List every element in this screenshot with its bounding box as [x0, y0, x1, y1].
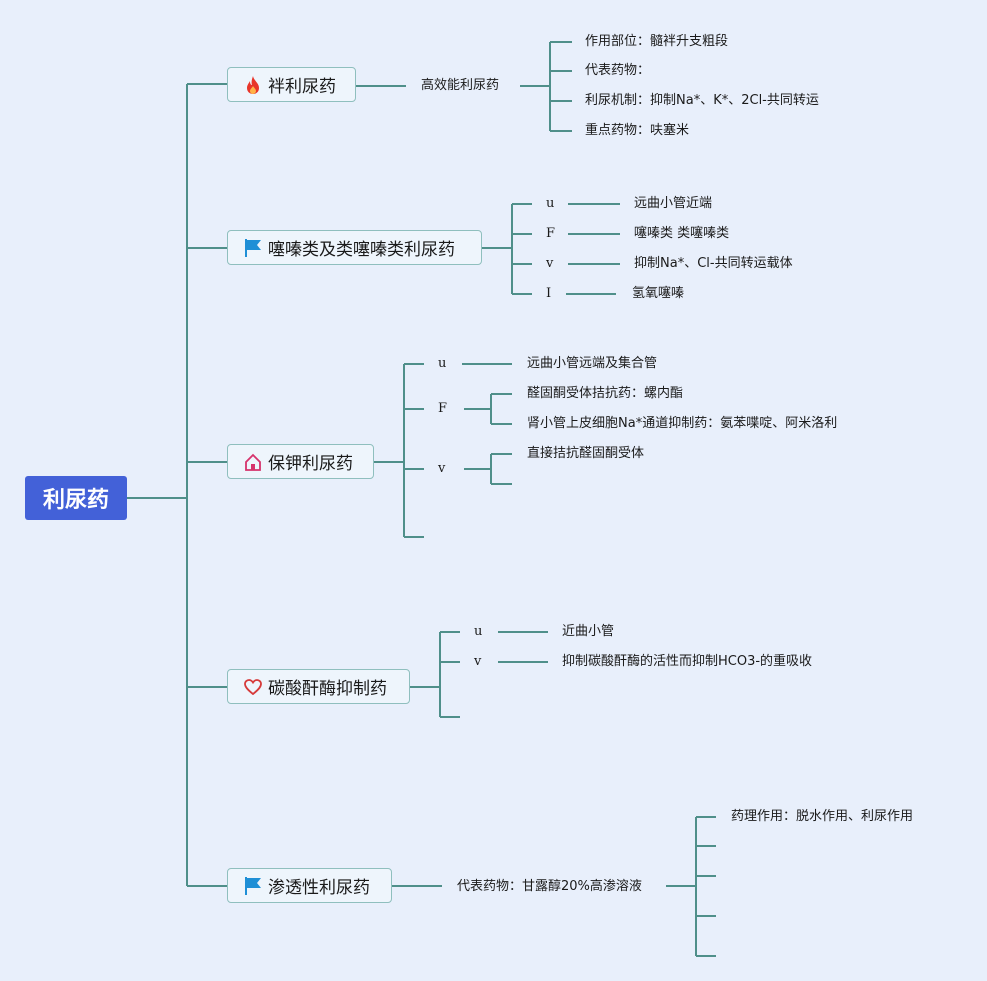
subtopic[interactable]: 高效能利尿药	[421, 78, 500, 93]
leaf-text[interactable]: 近曲小管	[562, 624, 615, 639]
leaf-text[interactable]: 远曲小管近端	[634, 196, 713, 211]
leaf-text[interactable]: 抑制碳酸酐酶的活性而抑制HCO3-的重吸收	[562, 654, 813, 669]
subtopic[interactable]: 代表药物：甘露醇20%高渗溶液	[457, 879, 642, 894]
branch-label: 碳酸酐酶抑制药	[268, 679, 387, 699]
branch-osmotic[interactable]: 渗透性利尿药	[227, 868, 392, 903]
leaf-text[interactable]: 药理作用：脱水作用、利尿作用	[731, 809, 914, 824]
leaf-text[interactable]: 肾小管上皮细胞Na*通道抑制药：氨苯喋啶、阿米洛利	[527, 416, 838, 431]
fire-icon	[244, 75, 262, 95]
branch-label: 渗透性利尿药	[268, 878, 370, 898]
leaf-text[interactable]: 直接拮抗醛固酮受体	[527, 446, 645, 461]
branch-carbonic-anhydrase[interactable]: 碳酸酐酶抑制药	[227, 669, 410, 704]
row-tag: I	[546, 286, 552, 301]
branch-potassium-sparing[interactable]: 保钾利尿药	[227, 444, 374, 479]
row-tag: F	[546, 226, 556, 241]
row-tag: v	[546, 256, 554, 271]
leaf-text[interactable]: 抑制Na*、Cl-共同转运载体	[634, 256, 793, 271]
root-node[interactable]: 利尿药	[25, 476, 127, 520]
leaf-text[interactable]: 氢氧噻嗪	[632, 286, 685, 301]
branch-label: 噻嗪类及类噻嗪类利尿药	[268, 240, 455, 260]
leaf-text[interactable]: 利尿机制：抑制Na*、K*、2Cl-共同转运	[585, 93, 819, 108]
flag-icon	[244, 238, 262, 258]
leaf-text[interactable]: 远曲小管远端及集合管	[527, 356, 658, 371]
leaf-text[interactable]: 醛固酮受体拮抗药：螺内酯	[527, 386, 684, 401]
row-tag: u	[438, 356, 447, 371]
branch-thiazides[interactable]: 噻嗪类及类噻嗪类利尿药	[227, 230, 482, 265]
row-tag: F	[438, 401, 448, 416]
flag-icon	[244, 876, 262, 896]
leaf-text[interactable]: 作用部位：髓袢升支粗段	[585, 34, 729, 49]
row-tag: u	[546, 196, 555, 211]
row-tag: v	[438, 461, 446, 476]
leaf-text[interactable]: 代表药物：	[585, 63, 651, 78]
branch-label: 保钾利尿药	[268, 454, 353, 474]
branch-label: 袢利尿药	[268, 77, 336, 97]
branch-loop-diuretics[interactable]: 袢利尿药	[227, 67, 356, 102]
row-tag: v	[474, 654, 482, 669]
leaf-text[interactable]: 重点药物：呋塞米	[585, 123, 690, 138]
house-icon	[244, 452, 262, 472]
row-tag: u	[474, 624, 483, 639]
leaf-text[interactable]: 噻嗪类 类噻嗪类	[634, 226, 730, 241]
heart-icon	[244, 677, 262, 697]
